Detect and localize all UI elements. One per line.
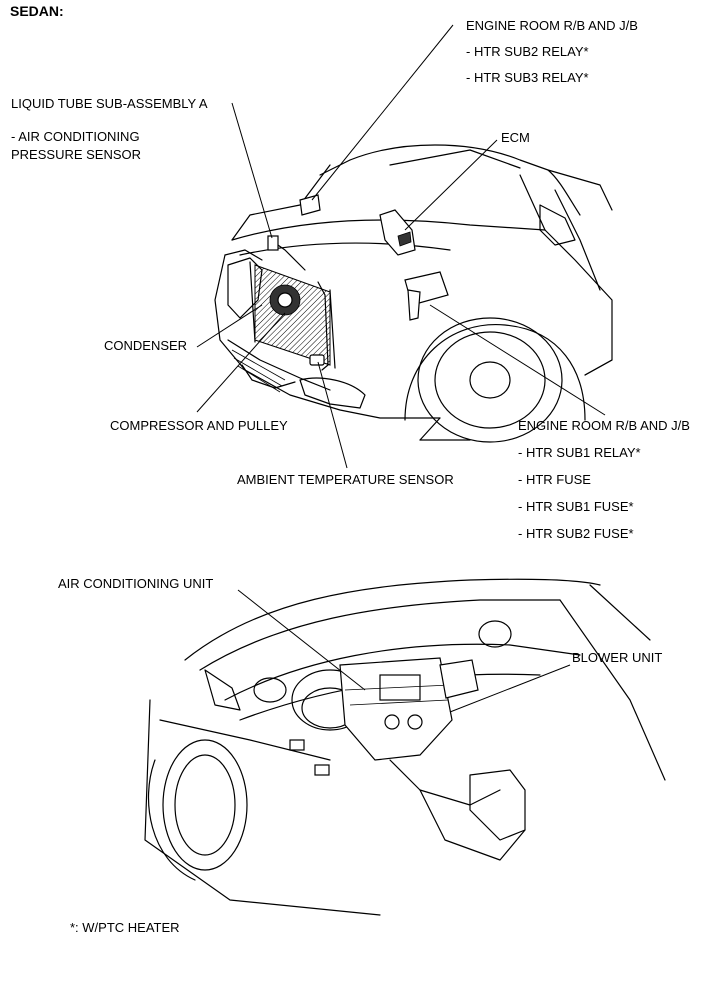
ac-pressure-sensor-label-2: PRESSURE SENSOR [11,147,142,162]
car-exterior-drawing [214,144,613,443]
condenser-label: CONDENSER [104,338,188,353]
ac-pressure-sensor-label-1: - AIR CONDITIONING [11,129,140,144]
htr-sub1-fuse-label: - HTR SUB1 FUSE* [518,499,634,514]
htr-sub2-fuse-label: - HTR SUB2 FUSE* [518,526,634,541]
engine-room-rb-jb-bottom-label: ENGINE ROOM R/B AND J/B [518,418,690,433]
footnote: *: W/PTC HEATER [70,920,180,935]
htr-fuse-label: - HTR FUSE [518,472,591,487]
compressor-label: COMPRESSOR AND PULLEY [110,418,288,433]
htr-sub1-relay-label: - HTR SUB1 RELAY* [518,445,641,460]
htr-sub2-relay-label: - HTR SUB2 RELAY* [466,44,589,59]
top-leader-lines [196,24,606,469]
page-title: SEDAN: [10,3,64,19]
car-interior-drawing [144,578,666,916]
htr-sub3-relay-label: - HTR SUB3 RELAY* [466,70,589,85]
ambient-temp-sensor-label: AMBIENT TEMPERATURE SENSOR [237,472,454,487]
engine-room-rb-jb-top-label: ENGINE ROOM R/B AND J/B [466,18,638,33]
liquid-tube-label: LIQUID TUBE SUB-ASSEMBLY A [11,96,208,111]
blower-unit-label: BLOWER UNIT [572,650,663,665]
ac-unit-label: AIR CONDITIONING UNIT [58,576,214,591]
ecm-label: ECM [501,130,530,145]
bottom-leader-lines [237,589,571,713]
engine-bay-parts [249,194,449,371]
